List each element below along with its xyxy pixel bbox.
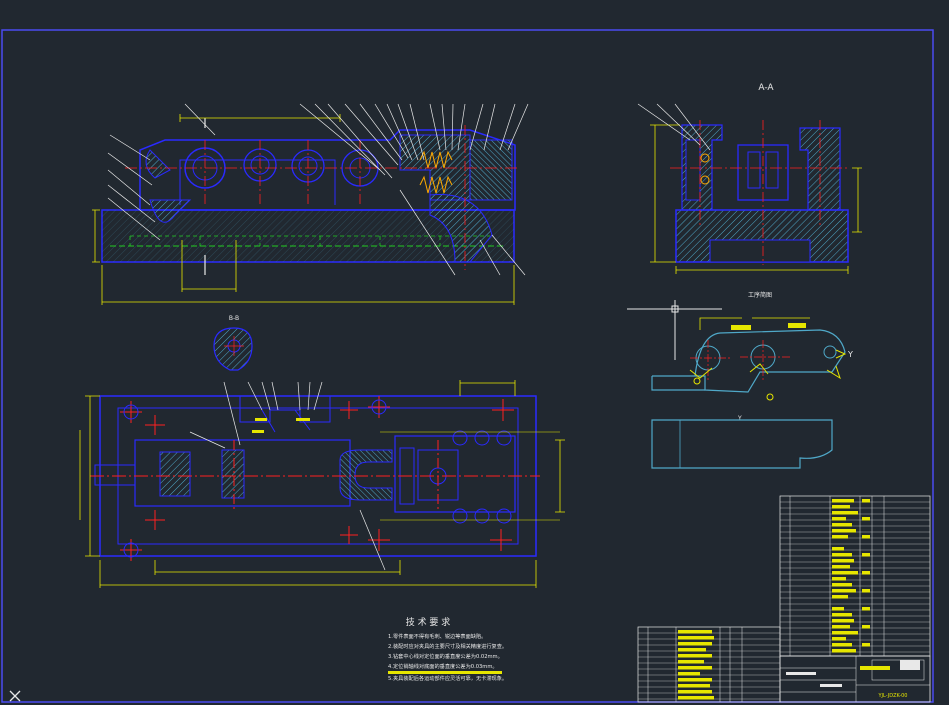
workpiece-caption: 工序简图 [748,291,772,299]
table-cell-text [832,565,850,569]
table-cell-text [832,613,852,617]
table-cell-text [832,649,856,653]
table-cell-text [678,690,702,694]
table-cell-text [678,636,714,640]
table-cell-text [832,571,858,575]
table-cell-text [678,672,700,676]
tech-req-line-5: 5.夹具装配后各运动部件应灵活可靠，无卡滞现象。 [388,674,507,682]
table-cell-text [832,589,856,593]
tech-req-line-2: 2.装配时应对夹具的主要尺寸及相关精度进行复查。 [388,642,507,650]
table-cell-text [698,678,712,682]
table-cell-text [832,529,856,533]
table-cell-text [678,684,710,688]
table-cell-text [698,630,712,634]
table-cell-text [832,523,852,527]
tech-req-line-3: 3.钻套中心线对定位面的垂直度公差为0.02mm。 [388,652,503,660]
table-cell-text [832,505,850,509]
table-cell-text [678,630,702,634]
section-aa-label: A-A [758,83,774,93]
table-cell-text [698,642,712,646]
drawing-number: YJL-JDZK-00 [878,693,908,699]
table-cell-text [832,553,852,557]
y-axis-label: Y [847,350,853,359]
table-cell-text [678,642,698,646]
table-cell-text [832,637,846,641]
table-cell-text [862,625,870,629]
table-cell-text [862,607,870,611]
workpiece-sketch[interactable]: Y Y [627,300,853,469]
table-cell-text [678,666,712,670]
table-cell-text [832,625,850,629]
table-cell-text [698,666,712,670]
table-cell-text [698,690,712,694]
table-cell-text [832,583,852,587]
table-cell-text [832,577,846,581]
table-cell-text [678,654,708,658]
section-a-a-view[interactable]: A-A [637,83,862,274]
table-cell-text [678,660,704,664]
table-cell-text [832,619,854,623]
parts-list[interactable]: YJL-JDZK-00 [637,495,931,703]
table-cell-text [832,631,858,635]
table-cell-text [862,571,870,575]
section-b-b-view[interactable]: B-B [213,315,253,371]
tech-req-title: 技 术 要 求 [406,616,451,628]
table-cell-text [862,643,870,647]
table-cell-text [832,517,846,521]
table-cell-text [862,589,870,593]
front-view[interactable] [92,103,529,305]
tech-req-line-1: 1.零件表面不得有毛刺、锐边等表面缺陷。 [388,632,486,640]
table-cell-text [678,678,706,682]
table-cell-text [862,517,870,521]
table-cell-text [678,648,706,652]
table-cell-text [832,499,854,503]
table-cell-text [832,559,854,563]
table-cell-text [832,511,858,515]
table-cell-text [832,643,852,647]
table-cell-text [862,553,870,557]
table-cell-text [698,654,712,658]
drawing-border [1,29,934,703]
table-cell-text [862,499,870,503]
tech-req-line-4: 4.定位销轴线对底面的垂直度公差为0.03mm。 [388,662,498,670]
table-cell-text [678,696,714,700]
section-bb-label: B-B [229,315,239,322]
plan-view[interactable] [79,380,565,588]
table-cell-text [862,535,870,539]
table-cell-text [832,547,844,551]
table-cell-text [832,595,848,599]
technical-requirements: 技 术 要 求 1.零件表面不得有毛刺、锐边等表面缺陷。 2.装配时应对夹具的主… [388,616,507,682]
view-y-label: Y [737,415,742,422]
table-cell-text [832,607,844,611]
table-cell-text [832,535,848,539]
close-icon[interactable] [9,690,21,702]
